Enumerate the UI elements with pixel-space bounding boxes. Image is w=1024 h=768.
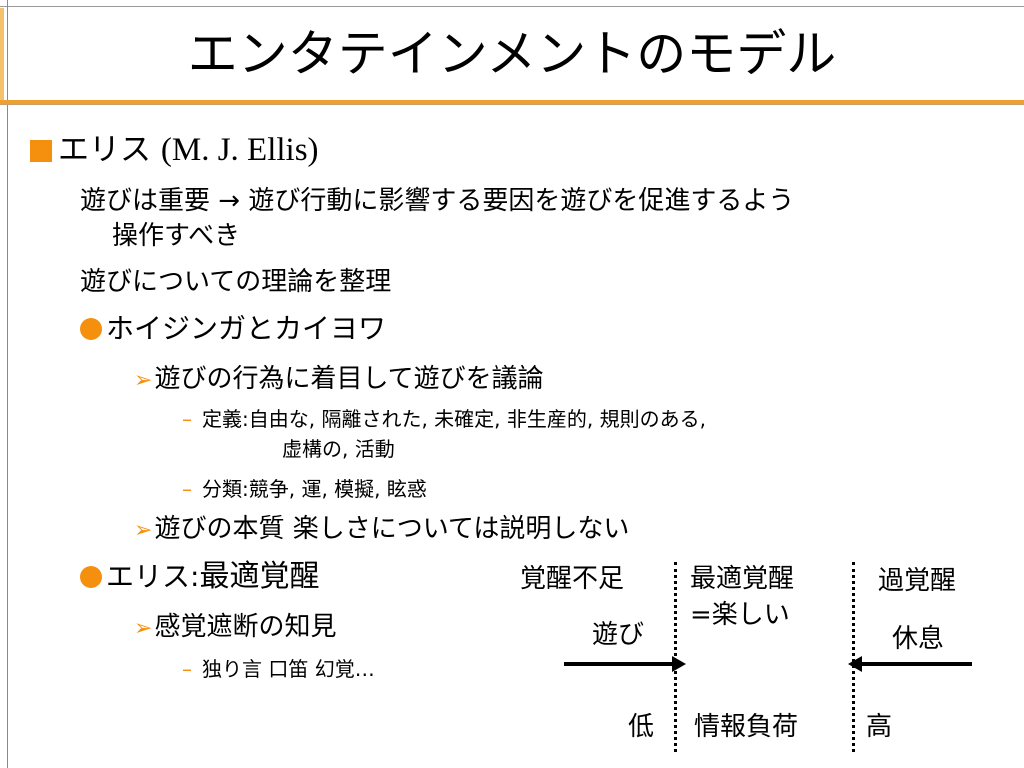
label-rest: 休息 <box>892 624 945 654</box>
arrow-left-icon <box>848 656 972 672</box>
subsection-optimal-arousal: エリス:最適覚醒 <box>80 560 319 594</box>
section-heading: エリス (M. J. Ellis) <box>30 130 319 170</box>
subsection-huizinga-label: ホイジンガとカイヨワ <box>106 312 387 345</box>
slide-title: エンタテインメントのモデル <box>187 25 837 83</box>
sensory-examples-label: 独り言 口笛 幻覚… <box>202 657 375 681</box>
dash-bullet-icon: – <box>182 657 192 681</box>
label-fun: =楽しい <box>690 600 790 630</box>
label-high: 高 <box>866 712 893 742</box>
point-sensory: ➢感覚遮断の知見 <box>134 610 336 646</box>
classification-line: –分類:競争, 運, 模擬, 眩惑 <box>182 476 427 502</box>
title-accent-bar <box>0 8 4 100</box>
circle-bullet-icon <box>80 318 102 340</box>
point-essence: ➢遊びの本質 楽しさについては説明しない <box>134 512 629 548</box>
body-line-1b: 操作すべき <box>112 221 241 251</box>
divider-right <box>852 562 855 752</box>
title-rule <box>0 100 1024 104</box>
label-over-arousal: 過覚醒 <box>878 566 957 596</box>
arrow-bullet-icon: ➢ <box>134 368 153 393</box>
circle-bullet-icon <box>80 566 102 588</box>
dash-bullet-icon: – <box>182 407 192 431</box>
definition-text-b: 虚構の, 活動 <box>282 437 395 461</box>
body-line-1a: 遊びは重要 → 遊び行動に影響する要因を遊びを促進するよう <box>80 186 795 216</box>
top-border <box>0 6 1024 7</box>
point-act: ➢遊びの行為に着目して遊びを議論 <box>134 362 544 398</box>
classification-text: 競争, 運, 模擬, 眩惑 <box>248 477 427 501</box>
label-low: 低 <box>628 712 655 742</box>
point-act-label: 遊びの行為に着目して遊びを議論 <box>154 364 544 394</box>
title-rule-shadow <box>0 104 1024 105</box>
section-heading-jp: エリス <box>58 132 151 168</box>
square-bullet-icon <box>30 140 52 162</box>
arrow-bullet-icon: ➢ <box>134 518 153 543</box>
left-border <box>7 0 8 768</box>
subsection-colon: : <box>190 560 200 593</box>
arrow-right-icon <box>564 656 686 672</box>
arrow-bullet-icon: ➢ <box>134 616 153 641</box>
subsection-huizinga: ホイジンガとカイヨワ <box>80 312 386 346</box>
definition-text-a: 自由な, 隔離された, 未確定, 非生産的, 規則のある, <box>248 407 706 431</box>
subsection-ellis-label: エリス <box>106 560 191 593</box>
subsection-optimal-label: 最適覚醒 <box>199 559 320 594</box>
classification-label: 分類: <box>202 477 249 501</box>
label-optimal-arousal: 最適覚醒 <box>690 564 795 594</box>
definition-label: 定義: <box>202 407 249 431</box>
label-info-load: 情報負荷 <box>694 712 799 742</box>
dash-bullet-icon: – <box>182 477 192 501</box>
definition-line: –定義:自由な, 隔離された, 未確定, 非生産的, 規則のある, <box>182 406 706 432</box>
point-sensory-label: 感覚遮断の知見 <box>154 612 337 642</box>
sensory-examples: –独り言 口笛 幻覚… <box>182 656 375 682</box>
body-line-2: 遊びについての理論を整理 <box>80 267 392 297</box>
point-essence-label: 遊びの本質 楽しさについては説明しない <box>154 514 630 544</box>
divider-left <box>674 562 677 752</box>
label-low-arousal: 覚醒不足 <box>520 564 625 594</box>
section-heading-en: (M. J. Ellis) <box>160 132 319 168</box>
label-play: 遊び <box>592 620 645 650</box>
